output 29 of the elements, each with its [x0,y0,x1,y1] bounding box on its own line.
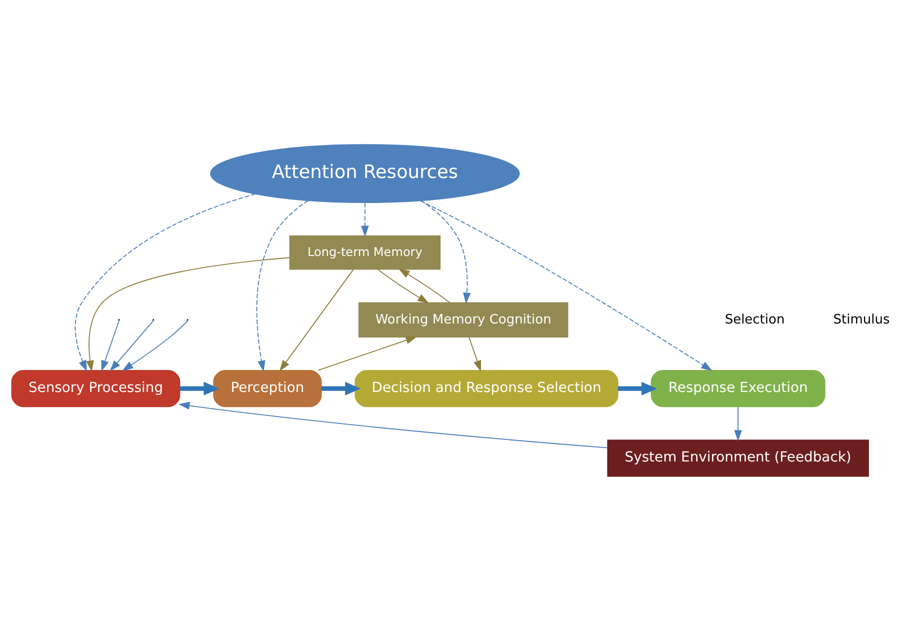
arrow [318,336,417,371]
node-ellipse: Attention Resources [210,144,520,204]
arrow [420,200,712,372]
label: Selection [724,312,785,328]
arrow [178,402,608,448]
label: Stimulus [833,312,890,328]
arrow [279,268,354,372]
arrow [321,382,361,396]
node-box: Working Memory Cognition [358,302,568,338]
arrow [377,268,429,304]
arrow [122,320,188,372]
arrow [74,194,256,372]
arrow [361,202,369,237]
node-box: System Environment (Feedback) [607,440,869,477]
arrow [110,320,154,372]
arrow [86,257,290,372]
node-box: Response Execution [650,370,826,408]
arrow [420,200,471,304]
arrow [180,382,220,396]
arrow [734,406,742,442]
arrow [256,200,309,372]
node-box: Long-term Memory [289,235,441,270]
arrow [468,336,482,372]
node-box: Perception [213,370,322,408]
node-box: Sensory Processing [11,370,180,408]
arrow [618,382,658,396]
node-box: Decision and Response Selection [354,370,618,408]
arrow [398,268,450,304]
arrow [101,320,120,372]
